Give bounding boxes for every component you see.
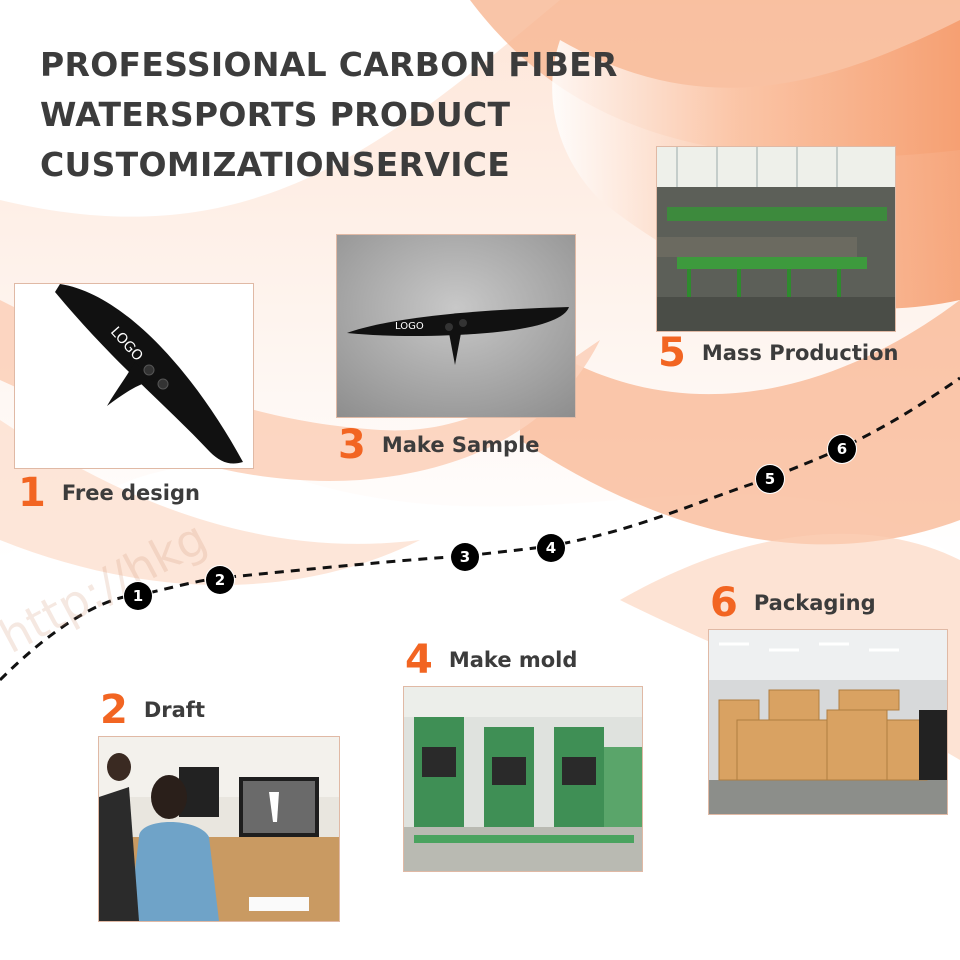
step-6-number: 6 (710, 580, 738, 626)
step-5-label: Mass Production (701, 341, 899, 365)
draft-image (98, 736, 340, 922)
step-4-label: Make mold (448, 648, 578, 672)
timeline-marker-3: 3 (451, 543, 479, 571)
step-6: 6 Packaging (710, 583, 876, 623)
title-line-2: WATERSPORTS PRODUCT (40, 95, 511, 134)
step-6-label: Packaging (753, 591, 876, 615)
step-3-label: Make Sample (381, 433, 540, 457)
step-5-number: 5 (658, 330, 686, 376)
make-mold-image (403, 686, 643, 872)
step-1: 1 Free design (18, 473, 200, 513)
sample-logo-text: LOGO (395, 321, 424, 332)
step-1-number: 1 (18, 470, 46, 516)
step-1-label: Free design (61, 481, 200, 505)
make-sample-image: LOGO (336, 234, 576, 418)
step-2-label: Draft (143, 698, 205, 722)
free-design-image: LOGO (14, 283, 254, 469)
step-4-number: 4 (405, 637, 433, 683)
step-3: 3 Make Sample (338, 425, 540, 465)
packaging-image (708, 629, 948, 815)
step-5: 5 Mass Production (658, 333, 898, 373)
title-line-3: CUSTOMIZATIONSERVICE (40, 145, 511, 184)
mass-production-image (656, 146, 896, 332)
timeline-marker-2: 2 (206, 566, 234, 594)
timeline-marker-5: 5 (756, 465, 784, 493)
title-line-1: PROFESSIONAL CARBON FIBER (40, 45, 618, 84)
timeline-marker-4: 4 (537, 534, 565, 562)
timeline-marker-1: 1 (124, 582, 152, 610)
step-3-number: 3 (338, 422, 366, 468)
step-2: 2 Draft (100, 690, 205, 730)
step-2-number: 2 (100, 687, 128, 733)
page-title: PROFESSIONAL CARBON FIBER WATERSPORTS PR… (40, 40, 618, 190)
step-4: 4 Make mold (405, 640, 577, 680)
timeline-marker-6: 6 (828, 435, 856, 463)
